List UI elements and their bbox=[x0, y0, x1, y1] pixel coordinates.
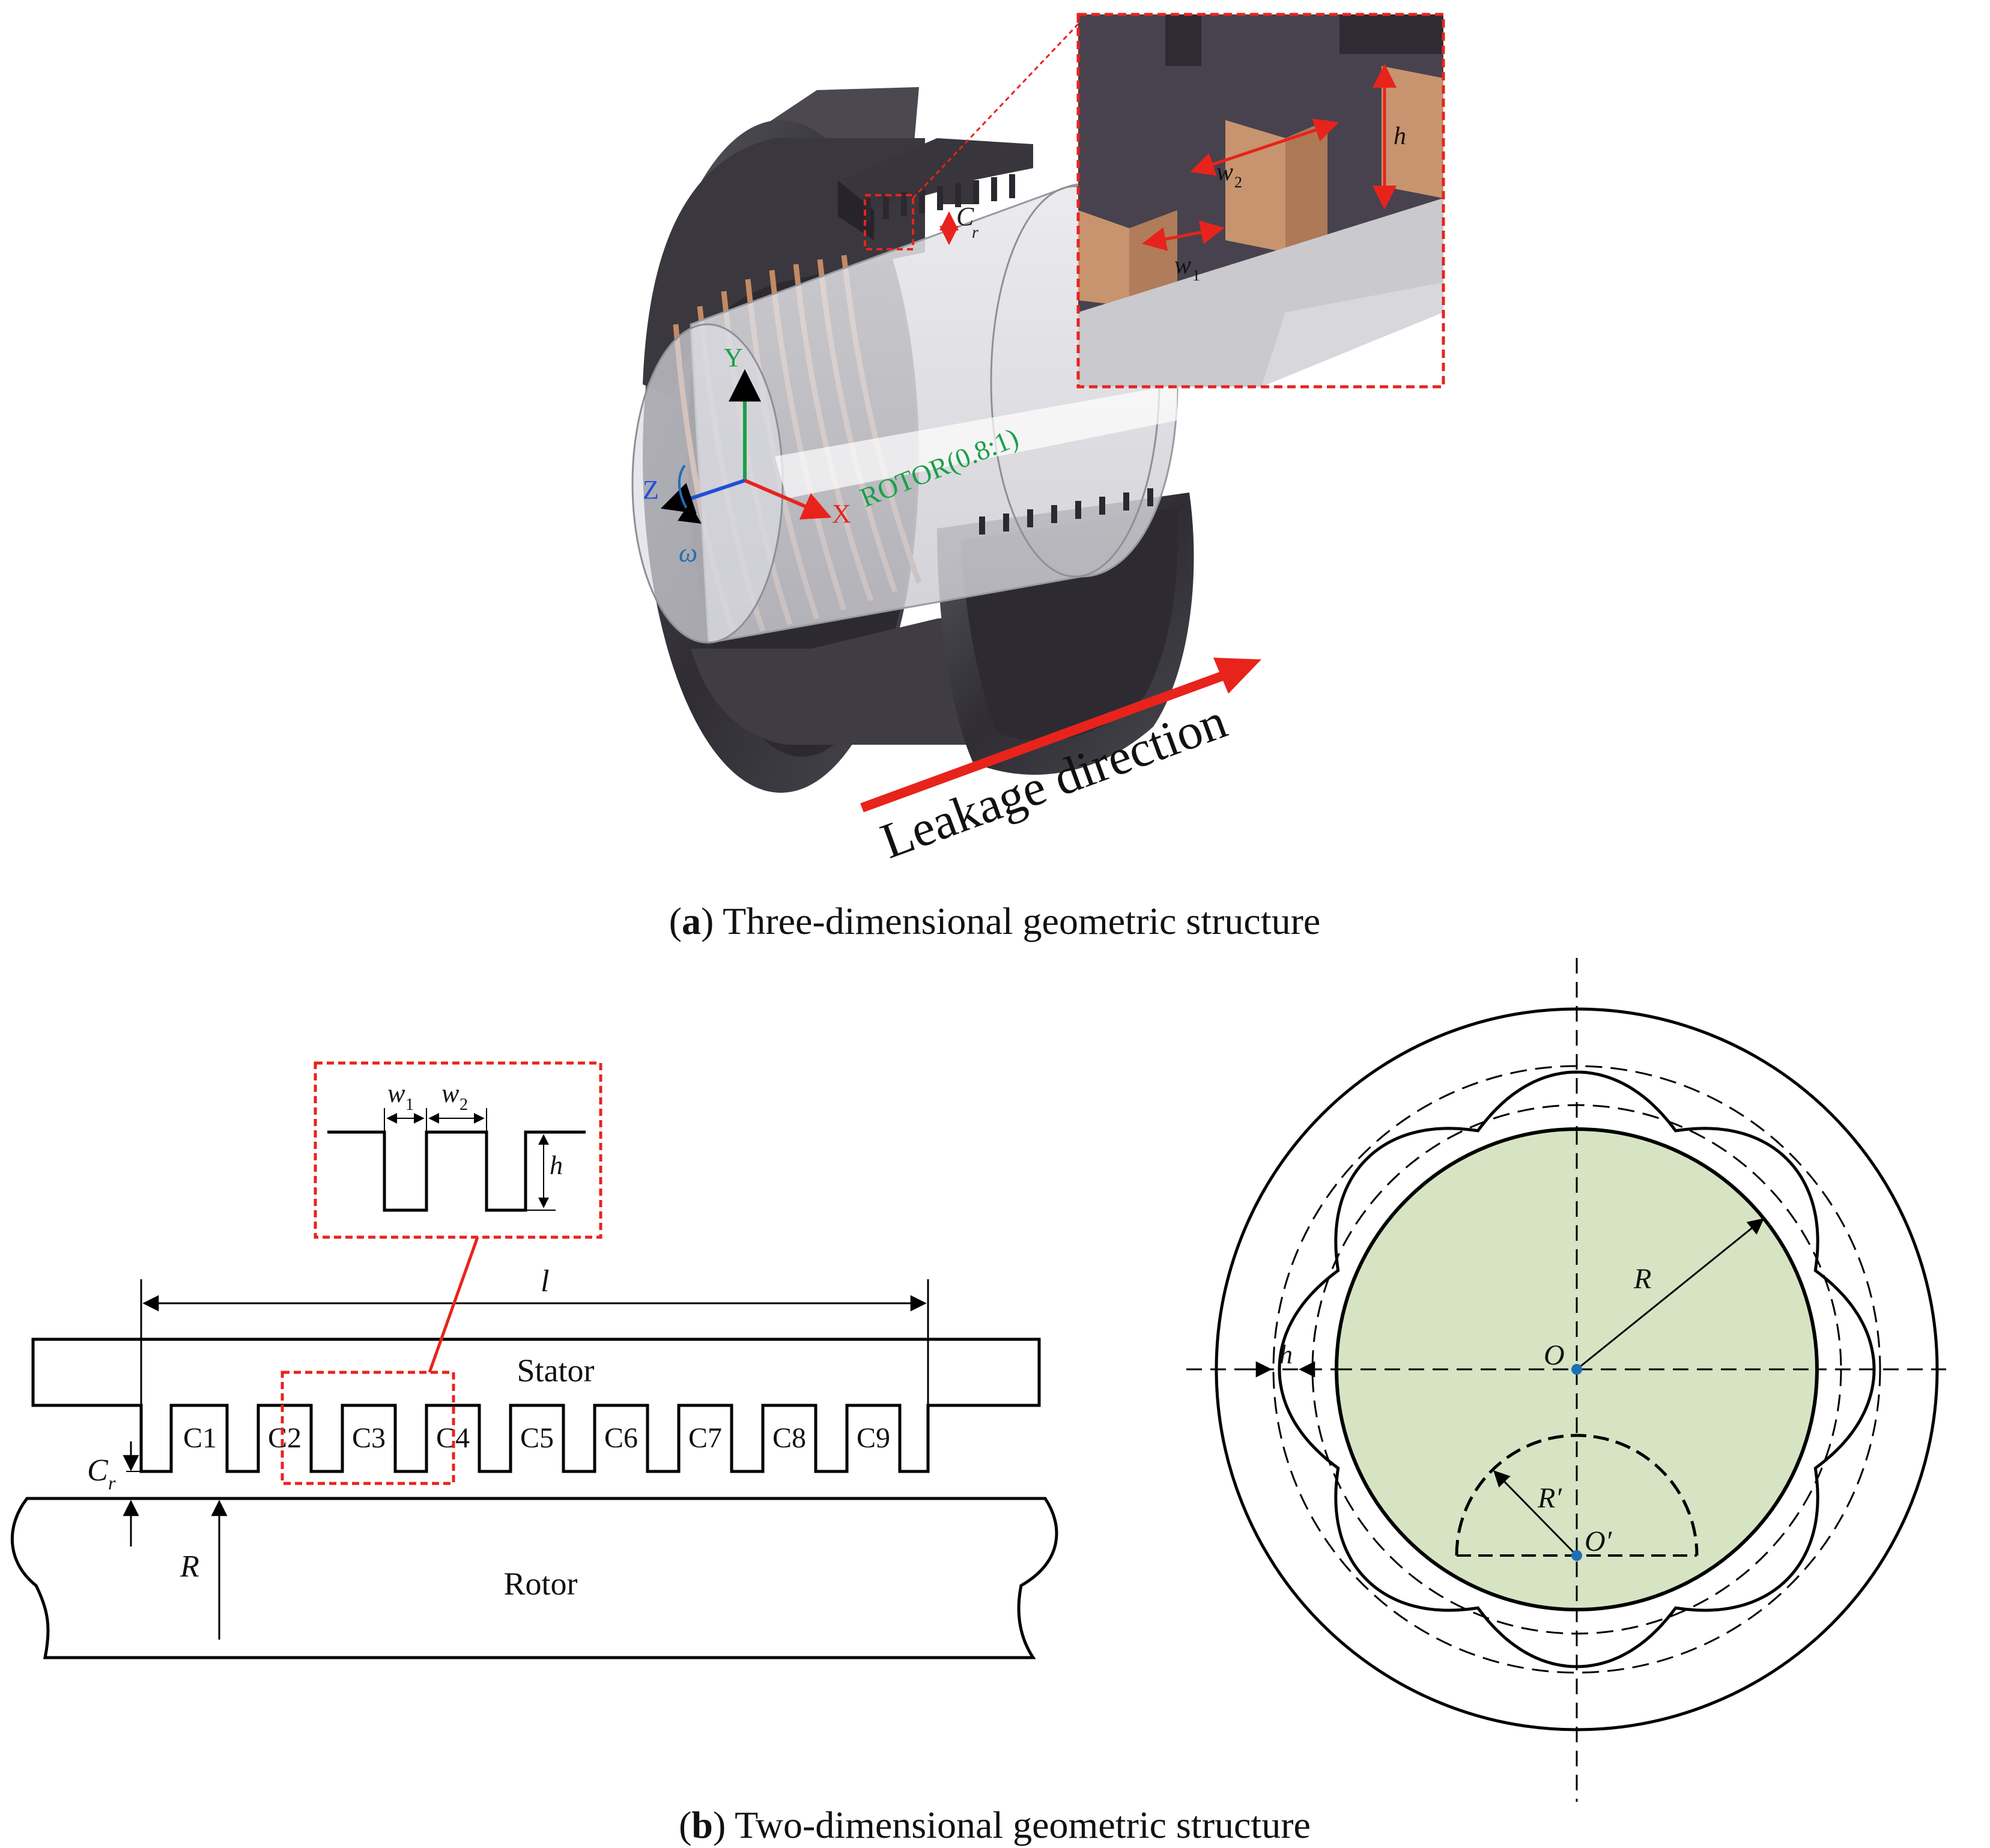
clearance-sub-2d: r bbox=[108, 1472, 116, 1494]
rotor-label: Rotor bbox=[503, 1566, 577, 1602]
cavity-label: C4 bbox=[436, 1422, 470, 1454]
small-center-label: O′ bbox=[1585, 1525, 1613, 1557]
detail-w1-sub: 1 bbox=[405, 1095, 414, 1114]
axis-y-label: Y bbox=[724, 343, 743, 372]
groove-circle bbox=[1455, 1434, 1699, 1556]
length-label: l bbox=[541, 1264, 549, 1298]
detail-marker bbox=[864, 194, 914, 250]
center-label: O bbox=[1544, 1339, 1565, 1371]
clearance-label-3d: C bbox=[956, 202, 974, 231]
inset-h-label: h bbox=[1394, 123, 1406, 150]
groove-depth-label: h bbox=[1279, 1340, 1293, 1369]
caption-a: (a) Three-dimensional geometric structur… bbox=[669, 900, 1321, 942]
detail-w1-label: w bbox=[387, 1079, 405, 1108]
panel-b-cross-section: Stator C1 C2 C3 C4 C5 C6 C7 C8 C9 l bbox=[10, 1061, 1058, 1659]
center-point-O-prime bbox=[1571, 1550, 1582, 1561]
panel-b-circle-section: R R′ O O′ h bbox=[1186, 958, 1946, 1802]
inset-w1-label: w bbox=[1174, 252, 1191, 279]
clearance-sub-3d: r bbox=[972, 223, 978, 242]
detail-connector bbox=[428, 1237, 479, 1373]
rotor-body bbox=[10, 1497, 1058, 1659]
housing-circle bbox=[1215, 1007, 1939, 1731]
stator-label: Stator bbox=[517, 1353, 595, 1389]
cavity-labels: C1 C2 C3 C4 C5 C6 C7 C8 C9 bbox=[183, 1422, 890, 1454]
inset-w2-label: w bbox=[1216, 159, 1233, 186]
cavity-label: C6 bbox=[604, 1422, 638, 1454]
omega-label: ω bbox=[679, 538, 697, 568]
rotation-arc bbox=[678, 464, 702, 524]
detail-box: w 1 w 2 h bbox=[314, 1061, 602, 1239]
groove-scallop-outline bbox=[1278, 1070, 1876, 1668]
cavity-label: C5 bbox=[520, 1422, 554, 1454]
cavity-label: C1 bbox=[183, 1422, 217, 1454]
stator-teeth-bottom bbox=[979, 488, 1153, 535]
panel-a-3d-structure: C r Y X Z ω ROTOR(0.8:1) Leakage directi… bbox=[631, 13, 1445, 942]
detail-leader bbox=[912, 23, 1079, 199]
small-radius-label: R′ bbox=[1537, 1482, 1562, 1514]
inset-w1-sub: 1 bbox=[1192, 267, 1200, 284]
caption-b: (b) Two-dimensional geometric structure bbox=[679, 1804, 1311, 1846]
cavity-label: C9 bbox=[857, 1422, 890, 1454]
axis-x-label: X bbox=[832, 499, 851, 529]
radius-label-2d: R bbox=[180, 1550, 199, 1584]
detail-highlight bbox=[281, 1371, 455, 1485]
cavity-label: C3 bbox=[352, 1422, 386, 1454]
clearance-label-2d: C bbox=[87, 1453, 109, 1488]
detail-w2-sub: 2 bbox=[460, 1095, 468, 1114]
axis-z-label: Z bbox=[643, 475, 659, 504]
rotor-cylinder bbox=[631, 183, 1179, 644]
x-axis bbox=[744, 479, 832, 520]
stator-teeth-top bbox=[865, 174, 1015, 222]
z-axis bbox=[660, 479, 745, 514]
inset-w2-sub: 2 bbox=[1234, 174, 1242, 191]
cavity-label: C8 bbox=[772, 1422, 806, 1454]
detail-w2-label: w bbox=[441, 1079, 460, 1108]
inset-detail: h w 2 w 1 bbox=[1076, 13, 1445, 389]
cavity-label: C7 bbox=[688, 1422, 722, 1454]
detail-h-label: h bbox=[550, 1151, 563, 1180]
radius-label-circle: R bbox=[1633, 1263, 1651, 1295]
cavity-label: C2 bbox=[268, 1422, 302, 1454]
center-point-O bbox=[1571, 1364, 1582, 1375]
coordinate-axes: Y X Z ω bbox=[643, 343, 851, 568]
